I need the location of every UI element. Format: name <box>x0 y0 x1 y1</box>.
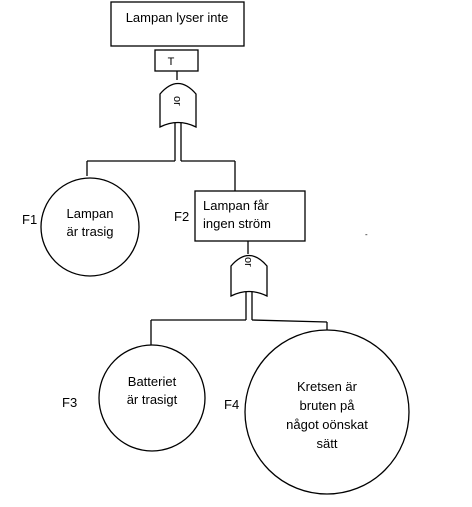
f1-line-1: Lampan <box>67 206 114 221</box>
f3-line-1: Batteriet <box>128 374 177 389</box>
connector-to-f4-h <box>251 319 328 323</box>
or-gate-mid-label: or <box>242 257 254 267</box>
f4-line-1: Kretsen är <box>297 379 358 394</box>
f1-id: F1 <box>22 212 37 227</box>
svg-text:-: - <box>365 230 368 239</box>
or-gate-mid <box>230 254 268 298</box>
f1-line-2: är trasig <box>67 224 114 239</box>
f3-id: F3 <box>62 395 77 410</box>
or-gate-top <box>159 82 197 129</box>
f4-id: F4 <box>224 397 239 412</box>
f4-line-3: något oönskat <box>286 417 368 432</box>
top-event-box <box>110 1 245 47</box>
or-gate-top-label: or <box>171 96 183 106</box>
f4-line-4: sätt <box>317 436 338 451</box>
f1-circle <box>40 177 140 277</box>
f3-line-2: är trasigt <box>127 392 178 407</box>
f2-id: F2 <box>174 209 189 224</box>
transfer-tag-box <box>154 49 199 72</box>
transfer-tag-label: T <box>168 56 175 68</box>
f2-line-1: Lampan får <box>203 198 269 213</box>
f4-line-2: bruten på <box>300 398 356 413</box>
top-event-label: Lampan lyser inte <box>126 10 229 25</box>
f3-circle <box>98 344 206 452</box>
f4-circle <box>244 329 410 495</box>
f2-box <box>194 190 306 242</box>
f2-line-2: ingen ström <box>203 216 271 231</box>
